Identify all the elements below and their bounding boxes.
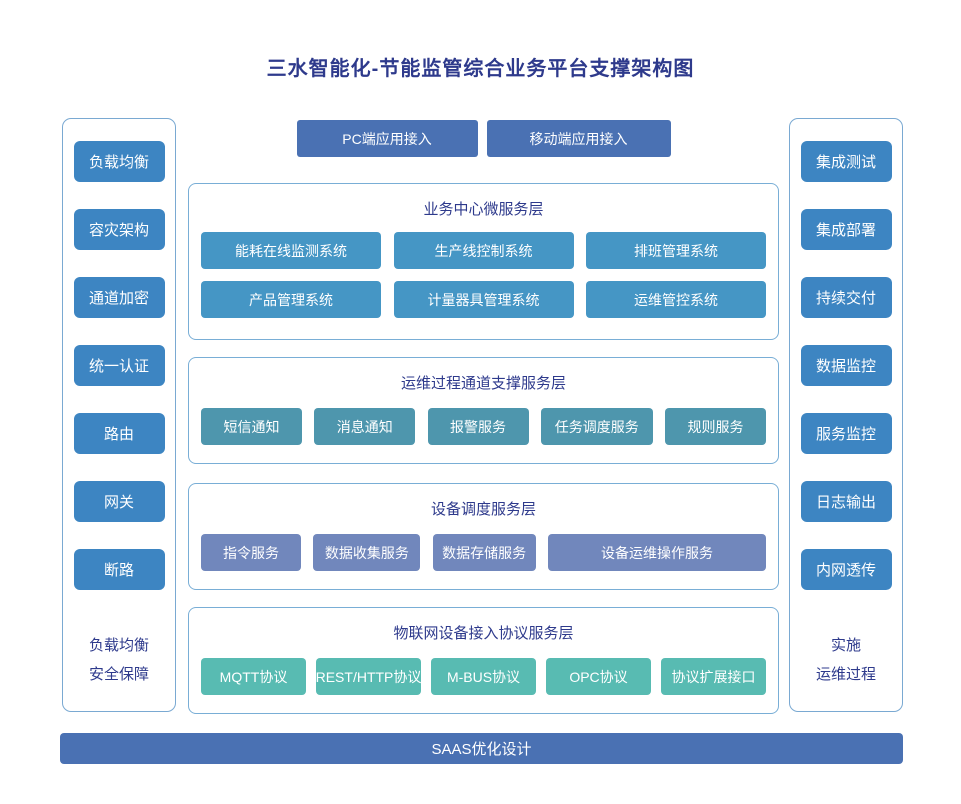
left-panel-item-channel-encryption: 通道加密 <box>73 277 165 318</box>
right-panel-item-continuous-delivery: 持续交付 <box>800 277 892 318</box>
diagram-title: 三水智能化-节能监管综合业务平台支撑架构图 <box>266 58 695 80</box>
service-box-sms-notification: 短信通知 <box>201 408 302 445</box>
layer-business-microservices: 业务中心微服务层 能耗在线监测系统 生产线控制系统 排班管理系统 产品管理系统 … <box>188 183 779 340</box>
right-panel-item-intranet-passthrough: 内网透传 <box>800 549 892 590</box>
left-panel-caption-line1: 负载均衡 <box>88 637 149 654</box>
left-panel: 负载均衡 容灾架构 通道加密 统一认证 路由 网关 断路 负载均衡 安全保障 <box>62 118 176 712</box>
service-box-data-collection: 数据收集服务 <box>313 534 421 571</box>
service-box-task-scheduling: 任务调度服务 <box>540 408 653 445</box>
left-panel-item-circuit-break: 断路 <box>73 549 165 590</box>
protocol-box-mqtt: MQTT协议 <box>201 658 306 695</box>
layer-business-microservices-title: 业务中心微服务层 <box>423 201 544 218</box>
protocol-box-extension-interface: 协议扩展接口 <box>661 658 766 695</box>
layer-iot-protocol-title: 物联网设备接入协议服务层 <box>393 625 574 642</box>
left-panel-item-unified-auth: 统一认证 <box>73 345 165 386</box>
mobile-access-box: 移动端应用接入 <box>486 120 671 157</box>
layer-device-scheduling: 设备调度服务层 指令服务 数据收集服务 数据存储服务 设备运维操作服务 <box>188 483 779 590</box>
layer-3-row: 指令服务 数据收集服务 数据存储服务 设备运维操作服务 <box>189 534 778 571</box>
service-box-ops-control: 运维管控系统 <box>586 281 766 318</box>
right-panel-item-integration-deploy: 集成部署 <box>800 209 892 250</box>
left-panel-item-routing: 路由 <box>73 413 165 454</box>
right-panel: 集成测试 集成部署 持续交付 数据监控 服务监控 日志输出 内网透传 实施 运维… <box>789 118 903 712</box>
protocol-box-mbus: M-BUS协议 <box>431 658 536 695</box>
service-box-command-service: 指令服务 <box>201 534 301 571</box>
layer-1-row-2: 产品管理系统 计量器具管理系统 运维管控系统 <box>189 281 778 318</box>
layer-device-scheduling-title: 设备调度服务层 <box>430 501 536 518</box>
right-panel-caption: 实施 运维过程 <box>816 631 876 689</box>
layer-iot-protocol: 物联网设备接入协议服务层 MQTT协议 REST/HTTP协议 M-BUS协议 … <box>188 607 779 714</box>
service-box-shift-management: 排班管理系统 <box>586 232 766 269</box>
service-box-device-ops-operation: 设备运维操作服务 <box>547 534 766 571</box>
right-panel-item-log-output: 日志输出 <box>800 481 892 522</box>
service-box-production-line-control: 生产线控制系统 <box>393 232 574 269</box>
layer-1-row-1: 能耗在线监测系统 生产线控制系统 排班管理系统 <box>189 232 778 269</box>
layer-ops-channel-support: 运维过程通道支撑服务层 短信通知 消息通知 报警服务 任务调度服务 规则服务 <box>188 357 779 464</box>
right-panel-item-data-monitoring: 数据监控 <box>800 345 892 386</box>
service-box-data-storage: 数据存储服务 <box>432 534 536 571</box>
right-panel-item-integration-test: 集成测试 <box>800 141 892 182</box>
service-box-product-management: 产品管理系统 <box>201 281 381 318</box>
service-box-metering-instrument-management: 计量器具管理系统 <box>393 281 574 318</box>
right-panel-item-service-monitoring: 服务监控 <box>800 413 892 454</box>
service-box-energy-monitoring: 能耗在线监测系统 <box>201 232 381 269</box>
access-button-row: PC端应用接入 移动端应用接入 <box>188 120 779 157</box>
saas-optimization-bar: SAAS优化设计 <box>60 733 903 764</box>
protocol-box-opc: OPC协议 <box>546 658 651 695</box>
left-panel-item-gateway: 网关 <box>73 481 165 522</box>
left-panel-caption: 负载均衡 安全保障 <box>89 631 149 689</box>
pc-access-box: PC端应用接入 <box>296 120 478 157</box>
right-panel-caption-line2: 运维过程 <box>815 666 876 683</box>
layer-2-row: 短信通知 消息通知 报警服务 任务调度服务 规则服务 <box>189 408 778 445</box>
protocol-box-rest-http: REST/HTTP协议 <box>316 658 421 695</box>
service-box-message-notification: 消息通知 <box>314 408 416 445</box>
layer-4-row: MQTT协议 REST/HTTP协议 M-BUS协议 OPC协议 协议扩展接口 <box>189 658 778 695</box>
service-box-alarm-service: 报警服务 <box>427 408 529 445</box>
left-panel-item-load-balancing: 负载均衡 <box>73 141 165 182</box>
service-box-rule-service: 规则服务 <box>665 408 766 445</box>
left-panel-item-disaster-recovery: 容灾架构 <box>73 209 165 250</box>
right-panel-caption-line1: 实施 <box>830 637 861 654</box>
left-panel-caption-line2: 安全保障 <box>88 666 149 683</box>
layer-ops-channel-support-title: 运维过程通道支撑服务层 <box>400 375 566 392</box>
